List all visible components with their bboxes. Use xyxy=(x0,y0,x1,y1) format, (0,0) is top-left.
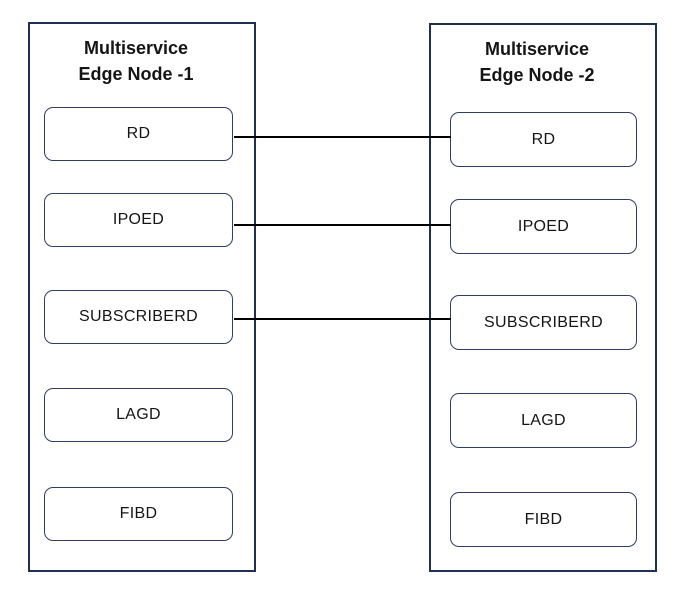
node1-module-rd: RD xyxy=(44,107,233,161)
connector-rd-link xyxy=(234,136,451,138)
connector-ipoed-link xyxy=(234,224,451,226)
node2-title: Multiservice Edge Node -2 xyxy=(431,36,643,88)
node1-title: Multiservice Edge Node -1 xyxy=(30,35,242,87)
node1-module-ipoed: IPOED xyxy=(44,193,233,247)
node2-module-subscriberd: SUBSCRIBERD xyxy=(450,295,637,350)
node2-module-lagd: LAGD xyxy=(450,393,637,448)
node2-title-line1: Multiservice xyxy=(484,39,590,59)
node2-title-line2: Edge Node -2 xyxy=(479,65,595,85)
node1-title-line2: Edge Node -1 xyxy=(78,64,194,84)
node2-module-fibd: FIBD xyxy=(450,492,637,547)
node2-module-rd: RD xyxy=(450,112,637,167)
node1-title-line1: Multiservice xyxy=(83,38,189,58)
node-multiservice-edge-node-2: Multiservice Edge Node -2 RD IPOED SUBSC… xyxy=(429,23,657,572)
node1-module-fibd: FIBD xyxy=(44,487,233,541)
node1-module-lagd: LAGD xyxy=(44,388,233,442)
node1-module-subscriberd: SUBSCRIBERD xyxy=(44,290,233,344)
connector-subscriberd-link xyxy=(234,318,451,320)
node2-module-ipoed: IPOED xyxy=(450,199,637,254)
node-multiservice-edge-node-1: Multiservice Edge Node -1 RD IPOED SUBSC… xyxy=(28,22,256,572)
